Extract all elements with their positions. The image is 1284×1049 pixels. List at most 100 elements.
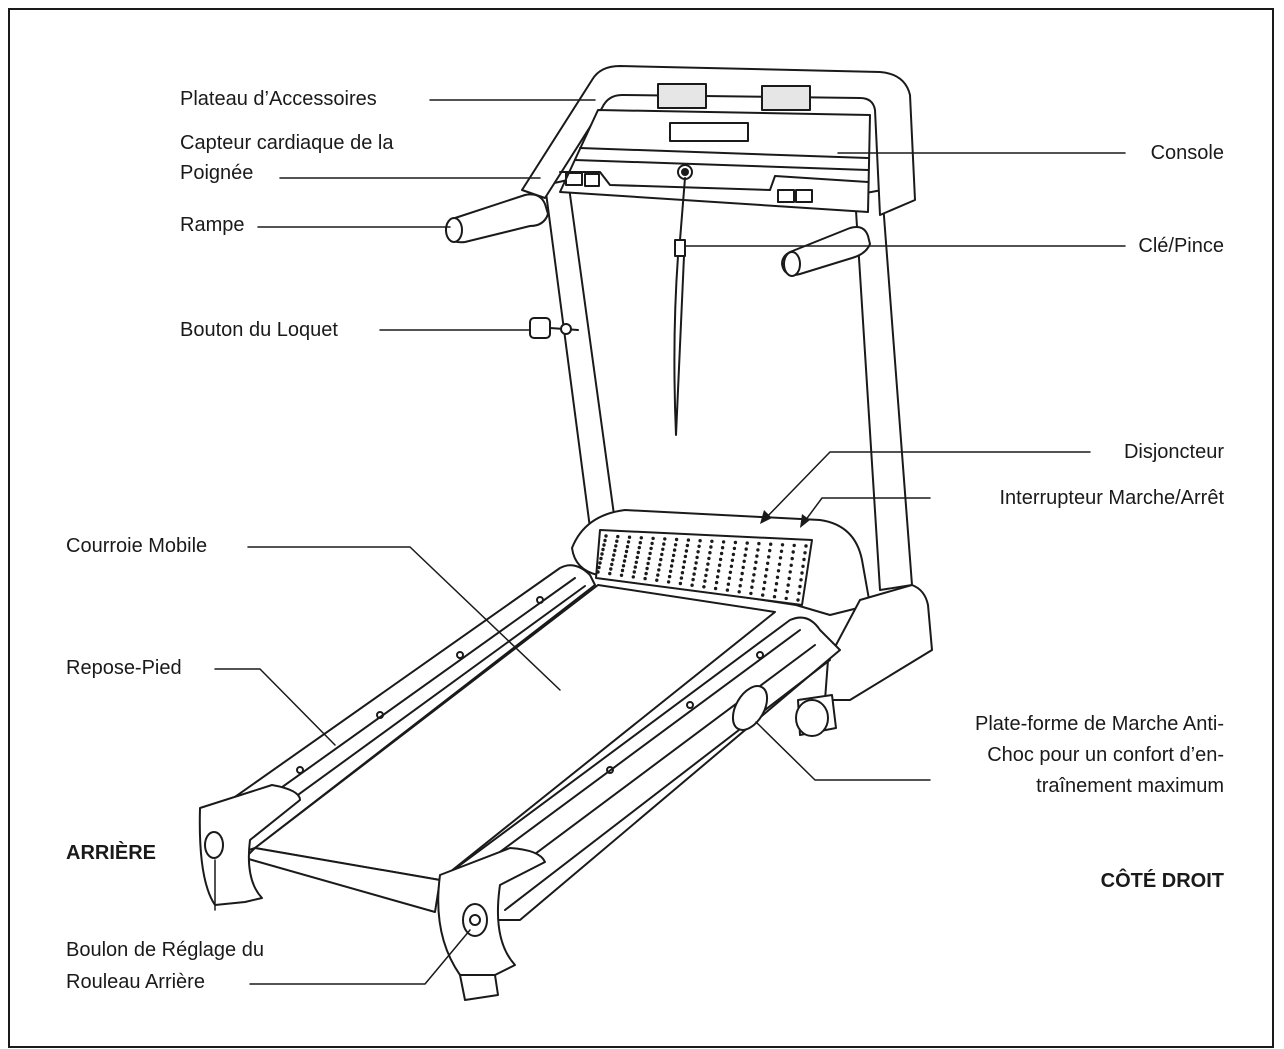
hood-vent-dot: [749, 591, 753, 596]
hood-vent-dot: [738, 584, 742, 588]
hood-vent-dot: [705, 568, 709, 572]
hood-vent-dot: [717, 563, 722, 567]
hood-vent-dot: [754, 560, 758, 564]
hood-vent-dot: [672, 548, 677, 552]
hood-vent-dot: [779, 549, 784, 553]
label-repose-pied: Repose-Pied: [66, 657, 182, 679]
hood-vent-dot: [698, 539, 702, 543]
hood-vent-dot: [752, 573, 756, 577]
hood-vent-dot: [693, 566, 697, 571]
diagram-frame: [8, 8, 1274, 1048]
safety-key-cord: [673, 177, 686, 436]
hood-vent-dot: [623, 554, 628, 558]
hood-vent-dot: [789, 563, 793, 567]
hood-vent-dot: [801, 564, 805, 568]
hood-vent-dot: [658, 563, 662, 567]
console-assembly: [521, 65, 916, 216]
hood-vent-dot: [625, 545, 630, 549]
hood-vent-dot: [706, 562, 710, 566]
hood-vent-dot: [764, 574, 768, 578]
hood-vent-dot: [634, 560, 638, 564]
hood-vent-dot: [692, 572, 696, 576]
hood-vent-dot: [730, 558, 735, 562]
hood-vent-dot: [636, 550, 640, 555]
hood-vent-dot: [710, 539, 714, 543]
hood-vent-dot: [647, 556, 651, 561]
hood-vent-dot: [704, 573, 708, 578]
hood-vent-dot: [739, 577, 743, 582]
hood-vent-dot: [727, 576, 732, 580]
label-interrupteur: Interrupteur Marche/Arrêt: [999, 487, 1224, 509]
label-cote-droit: CÔTÉ DROIT: [1100, 870, 1224, 892]
hood-vent-dot: [686, 538, 691, 542]
hood-vent-dot: [646, 561, 650, 566]
hood-vent-dot: [788, 570, 792, 574]
hood-vent-dot: [709, 545, 713, 549]
hood-vent-dot: [800, 571, 804, 575]
rear-end-caps: [198, 784, 546, 1001]
hood-vent-dot: [600, 552, 604, 556]
hood-vent-dot: [659, 557, 663, 562]
hood-vent-dot: [774, 582, 779, 586]
hood-vent-dot: [708, 551, 712, 555]
hood-vent-dot: [616, 534, 620, 539]
hood-vent-dot: [650, 541, 654, 546]
hood-vent-dot: [757, 541, 761, 546]
hood-vent-dot: [763, 580, 767, 585]
hood-vent-dot: [707, 556, 711, 561]
label-plateforme-line3: traînement maximum: [1036, 775, 1224, 797]
hood-vent-dot: [695, 555, 699, 560]
label-plateau-accessoires: Plateau d’Accessoires: [180, 88, 377, 110]
hood-vent-dot: [799, 578, 803, 582]
hood-vent-dot: [660, 552, 664, 557]
hood-vent-dot: [662, 542, 666, 546]
hood-vent-dot: [599, 556, 603, 561]
hood-vent-dot: [753, 566, 757, 571]
hood-vent-dot: [714, 580, 719, 585]
hood-vent-dot: [696, 550, 700, 554]
label-disjoncteur: Disjoncteur: [1123, 441, 1224, 463]
hood-vent-dot: [633, 565, 637, 569]
label-bouton-loquet: Bouton du Loquet: [180, 319, 338, 341]
hood-vent-dot: [785, 590, 789, 594]
label-plateforme-line2: Choc pour un confort d’en-: [987, 744, 1224, 766]
hood-vent-dot: [694, 561, 698, 565]
hood-vent-dot: [627, 535, 632, 539]
hood-vent-dot: [737, 590, 741, 594]
hood-vent-dot: [631, 575, 635, 579]
label-capteur-line1: Capteur cardiaque de la: [180, 132, 394, 154]
hood-vent-dot: [741, 565, 745, 570]
hood-vent-dot: [643, 576, 647, 581]
hood-vent-dot: [611, 558, 615, 562]
hood-vent-dot: [690, 583, 694, 587]
hood-vent-dot: [683, 554, 688, 559]
treadmill-deck: [204, 564, 841, 921]
hood-vent-dot: [680, 571, 685, 575]
hood-vent-dot: [644, 571, 648, 576]
hood-vent-dot: [670, 559, 675, 563]
hood-vent-dot: [732, 546, 737, 551]
label-arriere: ARRIÈRE: [66, 842, 157, 864]
hood-vent-dot: [802, 557, 806, 562]
hood-vent-dot: [649, 546, 653, 551]
hood-vent-dot: [772, 595, 777, 599]
label-capteur-line2: Poignée: [180, 162, 254, 184]
label-boulon-line2: Rouleau Arrière: [66, 971, 205, 993]
hood-vent-dot: [751, 579, 755, 583]
hood-vent-dot: [635, 555, 639, 560]
hood-vent-dot: [768, 548, 772, 553]
label-courroie-mobile: Courroie Mobile: [66, 535, 208, 557]
label-boulon-line1: Boulon de Réglage du: [66, 939, 264, 961]
hood-vent-dot: [648, 551, 652, 556]
hood-vent-dot: [671, 553, 676, 558]
hood-vent-dot: [619, 573, 624, 577]
hood-vent-dot: [791, 550, 795, 554]
hood-vent-dot: [728, 570, 733, 574]
hood-vent-dot: [790, 556, 794, 561]
hood-vent-dot: [721, 540, 726, 544]
hood-vent-dot: [765, 567, 769, 572]
label-console: Console: [1150, 142, 1224, 164]
hood-vent-dot: [637, 545, 641, 550]
hood-vent-dot: [639, 536, 643, 540]
